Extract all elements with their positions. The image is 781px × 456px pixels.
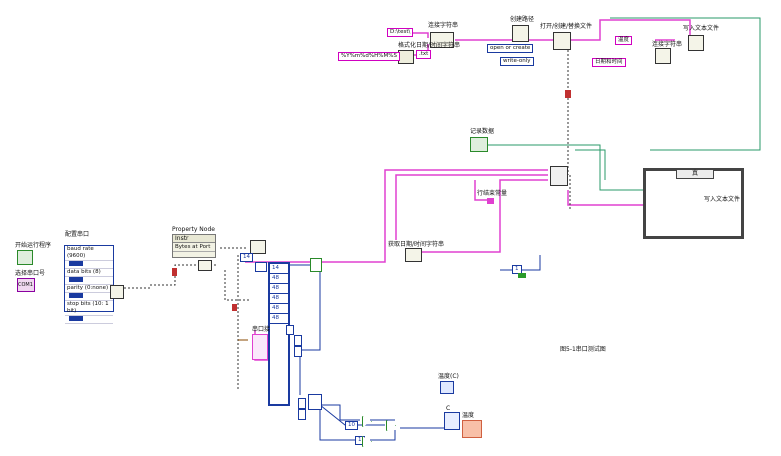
build-array-function[interactable] bbox=[550, 166, 568, 186]
read-function[interactable] bbox=[198, 260, 212, 271]
case-selector[interactable]: 真 bbox=[676, 169, 714, 179]
data-bits-value[interactable] bbox=[69, 277, 83, 282]
stop-bits-value[interactable] bbox=[69, 316, 83, 321]
temperature-string-constant[interactable]: 温度 bbox=[615, 36, 633, 45]
visa-resource-control[interactable]: COM1 bbox=[17, 278, 35, 292]
temp-c-label: 温度(C) bbox=[438, 373, 459, 380]
index-box bbox=[286, 325, 294, 335]
write-text-label-case: 写入文本文件 bbox=[704, 196, 741, 203]
build-path-label: 创建路径 bbox=[510, 16, 535, 23]
format-datetime-label: 格式化日期/时间字符串 bbox=[398, 42, 461, 49]
row-count-label: 行结束常量 bbox=[477, 190, 508, 197]
case-structure[interactable]: 真 bbox=[643, 168, 744, 239]
access-mode-constant[interactable]: write-only bbox=[500, 57, 534, 66]
caption-label: 图5-1串口测试图 bbox=[560, 346, 606, 353]
open-file-function[interactable] bbox=[553, 32, 571, 50]
loop-tunnel-left bbox=[172, 268, 177, 276]
row-count-constant[interactable] bbox=[487, 198, 494, 204]
open-file-label: 打开/创建/替换文件 bbox=[540, 23, 593, 30]
path-constant[interactable]: D:\test\ bbox=[387, 28, 414, 37]
index-box-2 bbox=[294, 335, 302, 346]
record-data-control[interactable] bbox=[470, 137, 488, 152]
datetime-string-constant[interactable]: 日期和时间 bbox=[592, 58, 626, 67]
time-format-constant[interactable]: %Y%m%d%H%M%S bbox=[338, 52, 400, 61]
serial-string-indicator bbox=[252, 334, 268, 360]
temperature-indicator bbox=[462, 420, 482, 438]
baud-rate-value[interactable] bbox=[69, 261, 83, 266]
serial-config-cluster[interactable]: baud rate (9600) data bits (8) parity (0… bbox=[64, 245, 114, 324]
write-text-label-top: 写入文本文件 bbox=[683, 25, 720, 32]
array-index[interactable] bbox=[255, 262, 267, 272]
format-datetime-function[interactable] bbox=[398, 50, 414, 64]
stop-bits-field: stop bits (10: 1 bit) bbox=[65, 301, 113, 316]
c-label: C bbox=[446, 405, 451, 412]
property-node-label: Property Node bbox=[172, 226, 215, 233]
property-node-class: Instr bbox=[173, 235, 215, 243]
thermometer-indicator bbox=[444, 412, 460, 430]
config-serial-label: 配置串口 bbox=[65, 231, 90, 238]
select-port-label: 选择串口号 bbox=[15, 270, 46, 277]
temperature-label: 温度 bbox=[462, 412, 475, 419]
start-program-label: 开始运行程序 bbox=[15, 242, 52, 249]
start-program-control[interactable] bbox=[17, 250, 33, 265]
record-data-label: 记录数据 bbox=[470, 128, 495, 135]
index-box-3 bbox=[294, 346, 302, 357]
concat-string-label: 连接字符串 bbox=[428, 22, 459, 29]
data-bits-field: data bits (8) bbox=[65, 269, 113, 277]
array-cell-1: 48 bbox=[270, 274, 288, 284]
array-cell-0: 14 bbox=[270, 264, 288, 274]
boolean-constant[interactable] bbox=[518, 273, 526, 278]
property-node[interactable]: Instr Bytes at Port bbox=[172, 234, 216, 258]
index-out-2 bbox=[298, 409, 306, 420]
array-cell-3: 48 bbox=[270, 294, 288, 304]
concat-string-function[interactable] bbox=[430, 32, 454, 48]
build-path-function[interactable] bbox=[512, 25, 529, 42]
numeric-constant-14[interactable]: 14 bbox=[240, 253, 253, 262]
index-out-1 bbox=[298, 398, 306, 409]
numeric-constant-1[interactable]: 1 bbox=[512, 265, 522, 274]
array-cell-5: 48 bbox=[270, 314, 288, 324]
open-mode-constant[interactable]: open or create bbox=[487, 44, 534, 53]
visa-configure-function[interactable] bbox=[110, 285, 124, 299]
numeric-constant-10[interactable]: 10 bbox=[345, 421, 358, 430]
array-cell-4: 48 bbox=[270, 304, 288, 314]
temp-c-indicator bbox=[440, 381, 454, 394]
compare-function[interactable] bbox=[310, 258, 322, 272]
extension-constant[interactable]: .txt bbox=[416, 50, 432, 59]
concat-string-function-2[interactable] bbox=[655, 48, 671, 64]
parity-field: parity (0:none) bbox=[65, 285, 113, 293]
shift-register bbox=[232, 304, 237, 311]
bytes-at-port-property[interactable]: Bytes at Port bbox=[173, 243, 215, 252]
baud-rate-field: baud rate (9600) bbox=[65, 246, 113, 261]
array-cell-2: 48 bbox=[270, 284, 288, 294]
get-datetime-function[interactable] bbox=[405, 248, 422, 262]
get-datetime-label: 获取日期/时间字符串 bbox=[388, 241, 445, 248]
serial-label: 串口接 bbox=[252, 326, 271, 333]
write-text-function-top[interactable] bbox=[688, 35, 704, 51]
error-tunnel bbox=[565, 90, 571, 98]
index-array-function[interactable] bbox=[308, 394, 322, 410]
concat-string-label-2: 连接字符串 bbox=[652, 41, 683, 48]
visa-read-function[interactable] bbox=[250, 240, 266, 254]
parity-value[interactable] bbox=[69, 293, 83, 298]
